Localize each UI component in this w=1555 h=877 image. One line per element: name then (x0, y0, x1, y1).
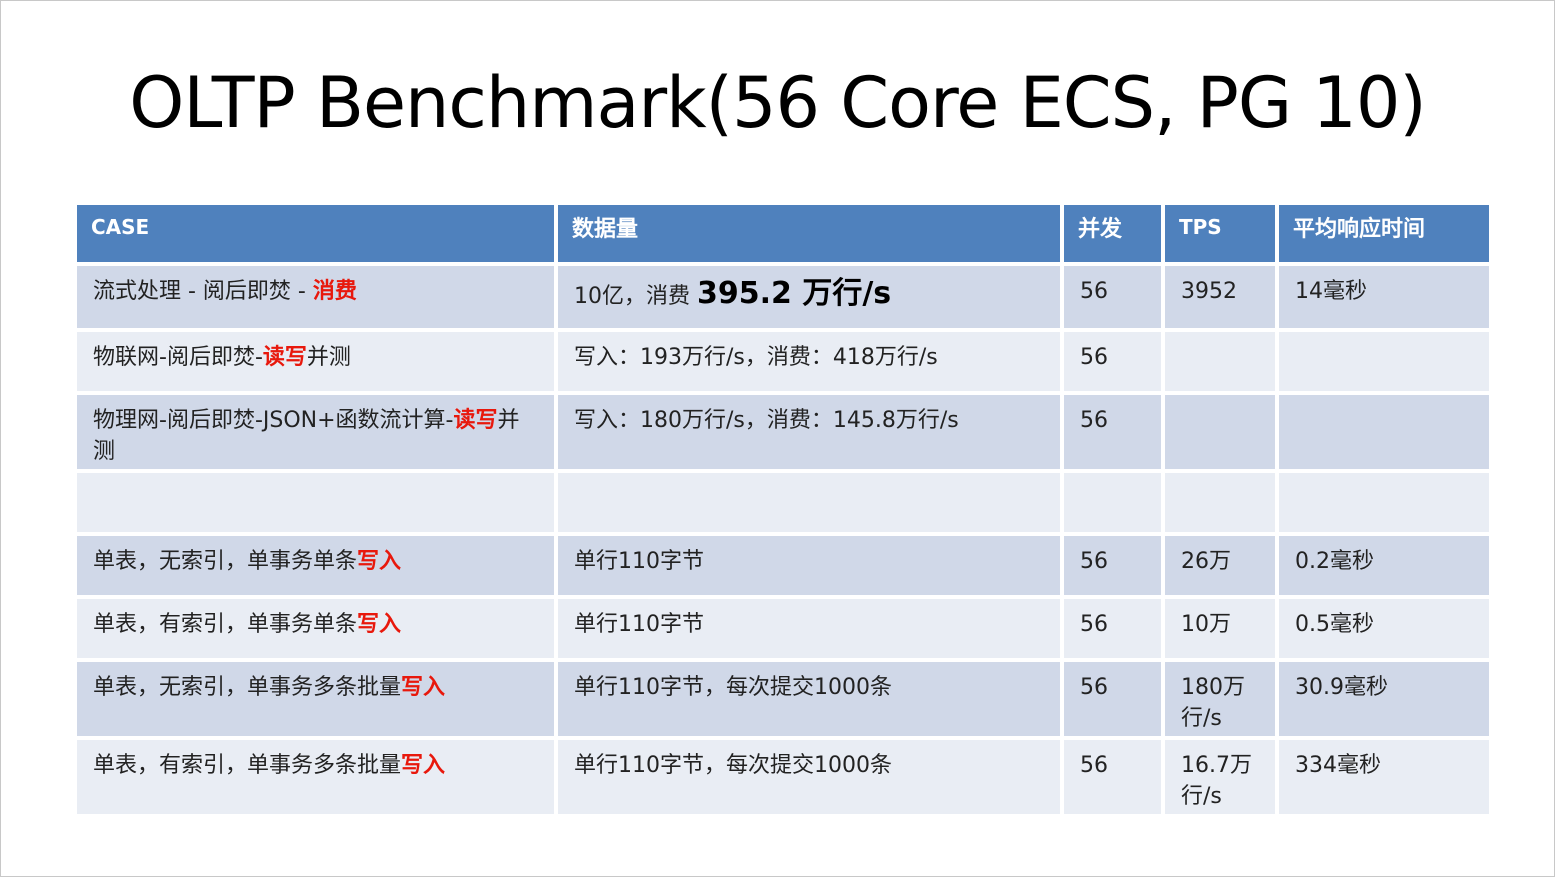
concurrency-cell: 56 (1064, 395, 1161, 469)
latency-cell (1279, 473, 1489, 532)
latency-cell: 334毫秒 (1279, 740, 1489, 814)
tps-cell (1165, 395, 1275, 469)
case-cell: 流式处理 - 阅后即焚 - 消费 (77, 266, 554, 328)
case-highlight: 读写 (262, 345, 307, 370)
table-row: 物联网-阅后即焚-读写并测 写入：193万行/s，消费：418万行/s 56 (77, 332, 1489, 391)
case-cell: 物理网-阅后即焚-JSON+函数流计算-读写并测 (77, 395, 554, 469)
data-volume-cell: 单行110字节 (558, 599, 1060, 658)
case-text: 单表，有索引，单事务单条 (93, 612, 358, 637)
header-case: CASE (77, 205, 554, 262)
case-cell: 单表，无索引，单事务多条批量写入 (77, 662, 554, 736)
header-concurrency: 并发 (1064, 205, 1161, 262)
table-row: 单表，有索引，单事务多条批量写入 单行110字节，每次提交1000条 56 16… (77, 740, 1489, 814)
case-highlight: 读写 (453, 408, 498, 433)
latency-cell: 14毫秒 (1279, 266, 1489, 328)
case-highlight: 消费 (312, 279, 357, 304)
data-volume-cell: 单行110字节 (558, 536, 1060, 595)
latency-cell: 0.2毫秒 (1279, 536, 1489, 595)
case-text: 单表，无索引，单事务单条 (93, 549, 358, 574)
data-volume-cell: 写入：193万行/s，消费：418万行/s (558, 332, 1060, 391)
concurrency-cell: 56 (1064, 536, 1161, 595)
table-row: 单表，无索引，单事务单条写入 单行110字节 56 26万 0.2毫秒 (77, 536, 1489, 595)
tps-cell: 3952 (1165, 266, 1275, 328)
case-highlight: 写入 (357, 612, 402, 637)
case-text: 物联网-阅后即焚- (93, 345, 263, 370)
latency-cell (1279, 395, 1489, 469)
header-data-volume: 数据量 (558, 205, 1060, 262)
tps-cell (1165, 473, 1275, 532)
latency-cell: 0.5毫秒 (1279, 599, 1489, 658)
tps-cell: 26万 (1165, 536, 1275, 595)
table-row: 单表，有索引，单事务单条写入 单行110字节 56 10万 0.5毫秒 (77, 599, 1489, 658)
case-cell: 单表，有索引，单事务多条批量写入 (77, 740, 554, 814)
tps-cell (1165, 332, 1275, 391)
case-text: 流式处理 - 阅后即焚 - (93, 279, 313, 304)
concurrency-cell (1064, 473, 1161, 532)
latency-cell (1279, 332, 1489, 391)
table-row: 流式处理 - 阅后即焚 - 消费 10亿，消费 395.2 万行/s 56 39… (77, 266, 1489, 328)
case-suffix: 并测 (306, 345, 351, 370)
data-volume-cell (558, 473, 1060, 532)
header-avg-latency: 平均响应时间 (1279, 205, 1489, 262)
data-volume-cell: 10亿，消费 395.2 万行/s (558, 266, 1060, 328)
concurrency-cell: 56 (1064, 599, 1161, 658)
tps-cell: 16.7万行/s (1165, 740, 1275, 814)
data-volume-cell: 写入：180万行/s，消费：145.8万行/s (558, 395, 1060, 469)
case-highlight: 写入 (401, 753, 446, 778)
data-volume-text: 10亿，消费 (574, 284, 697, 309)
case-cell: 物联网-阅后即焚-读写并测 (77, 332, 554, 391)
table-row (77, 473, 1489, 532)
table-header-row: CASE 数据量 并发 TPS 平均响应时间 (77, 205, 1489, 262)
case-cell: 单表，无索引，单事务单条写入 (77, 536, 554, 595)
case-text: 单表，有索引，单事务多条批量 (93, 753, 402, 778)
benchmark-table: CASE 数据量 并发 TPS 平均响应时间 流式处理 - 阅后即焚 - 消费 … (73, 201, 1493, 818)
case-suffix: 并测 (93, 408, 520, 464)
slide-title: OLTP Benchmark(56 Core ECS, PG 10) (129, 62, 1426, 144)
case-highlight: 写入 (357, 549, 402, 574)
concurrency-cell: 56 (1064, 740, 1161, 814)
header-tps: TPS (1165, 205, 1275, 262)
case-cell (77, 473, 554, 532)
concurrency-cell: 56 (1064, 662, 1161, 736)
tps-cell: 10万 (1165, 599, 1275, 658)
data-volume-cell: 单行110字节，每次提交1000条 (558, 662, 1060, 736)
case-text: 物理网-阅后即焚-JSON+函数流计算- (93, 408, 454, 433)
case-highlight: 写入 (401, 675, 446, 700)
case-cell: 单表，有索引，单事务单条写入 (77, 599, 554, 658)
latency-cell: 30.9毫秒 (1279, 662, 1489, 736)
concurrency-cell: 56 (1064, 266, 1161, 328)
table-row: 单表，无索引，单事务多条批量写入 单行110字节，每次提交1000条 56 18… (77, 662, 1489, 736)
data-volume-highlight: 395.2 万行/s (697, 276, 892, 311)
concurrency-cell: 56 (1064, 332, 1161, 391)
case-text: 单表，无索引，单事务多条批量 (93, 675, 402, 700)
tps-cell: 180万行/s (1165, 662, 1275, 736)
table-row: 物理网-阅后即焚-JSON+函数流计算-读写并测 写入：180万行/s，消费：1… (77, 395, 1489, 469)
data-volume-cell: 单行110字节，每次提交1000条 (558, 740, 1060, 814)
